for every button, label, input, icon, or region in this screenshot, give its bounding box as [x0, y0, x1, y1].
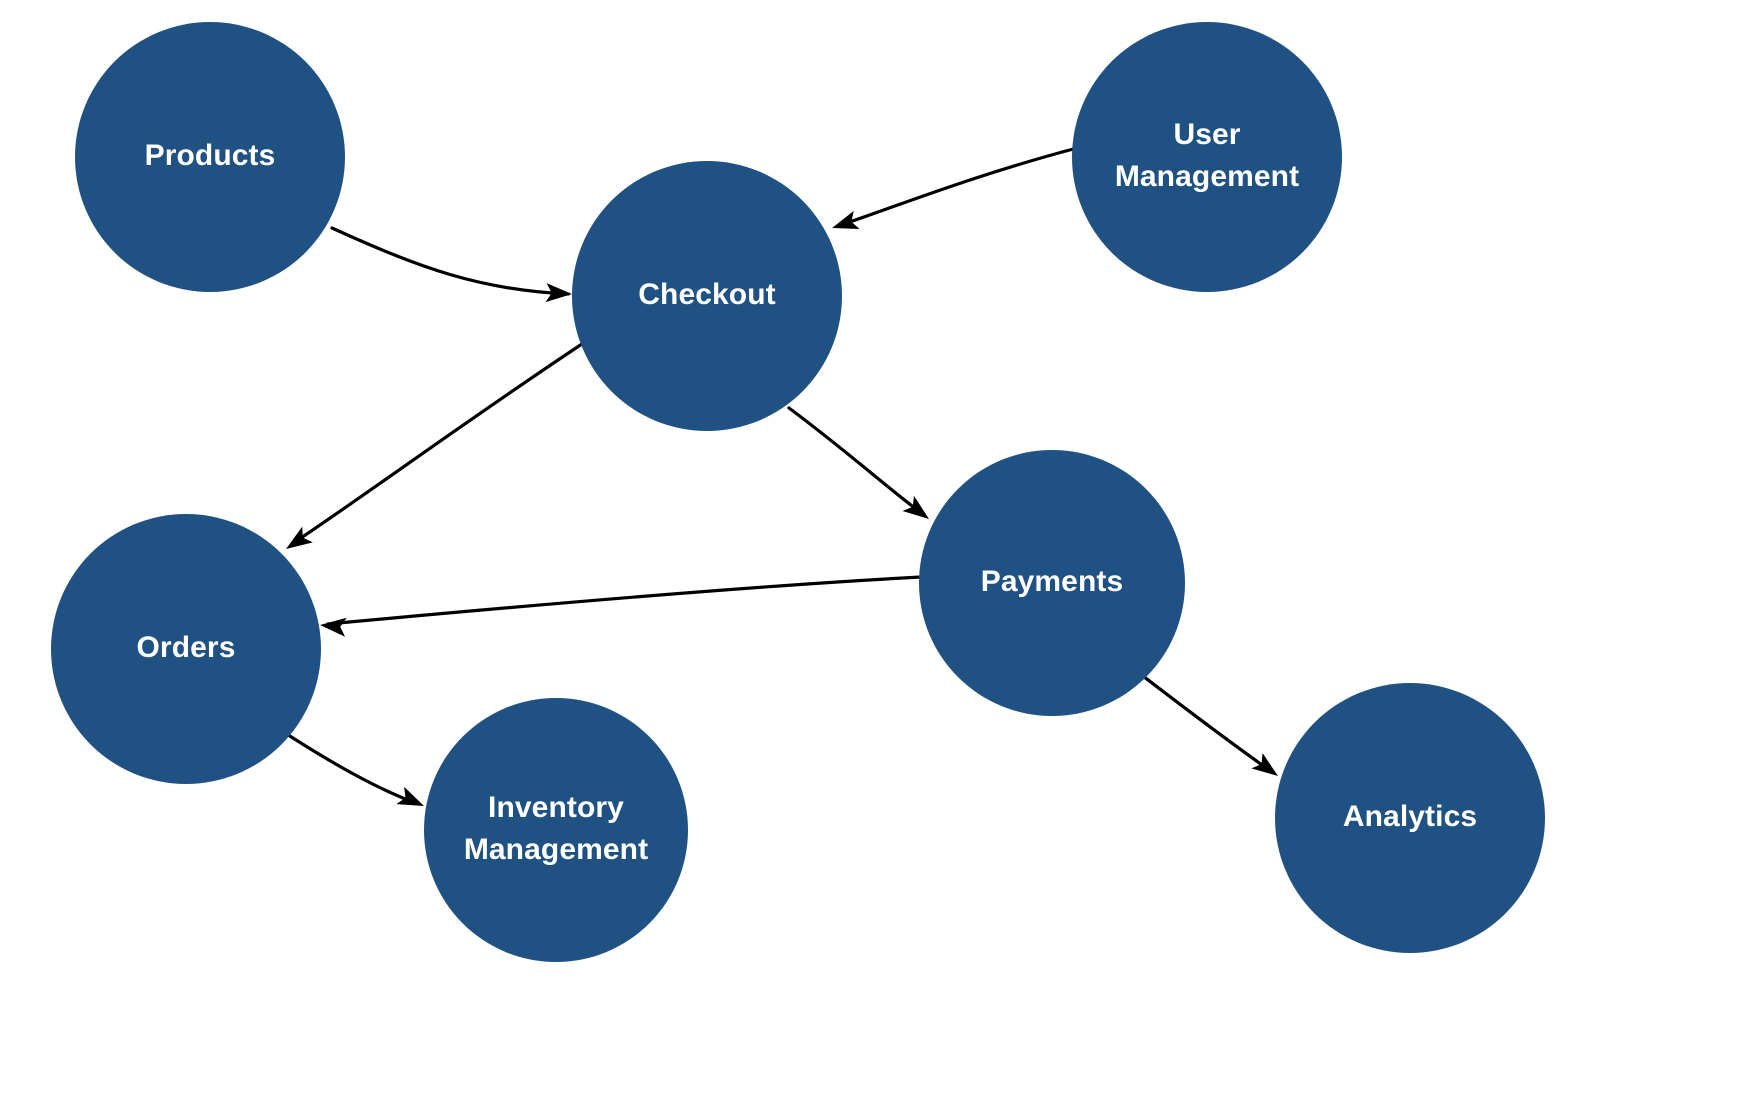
edge-payments-to-analytics — [1137, 671, 1278, 776]
node-shape[interactable] — [1072, 22, 1342, 292]
edge-line — [290, 338, 590, 546]
arrowhead-icon — [286, 526, 313, 549]
node-analytics[interactable]: Analytics — [1275, 683, 1545, 953]
node-shape[interactable] — [572, 161, 842, 431]
edge-checkout-to-orders — [286, 338, 590, 549]
edge-line — [326, 575, 923, 626]
node-shape[interactable] — [51, 514, 321, 784]
edge-user-management-to-checkout — [832, 146, 1079, 230]
node-products[interactable]: Products — [75, 22, 345, 292]
arrowhead-icon — [1251, 753, 1278, 776]
edge-line — [1137, 671, 1274, 774]
arrowhead-icon — [902, 495, 929, 519]
node-checkout[interactable]: Checkout — [572, 161, 842, 431]
node-shape[interactable] — [919, 450, 1185, 716]
edge-line — [330, 226, 570, 296]
edge-line — [280, 729, 420, 806]
edge-line — [836, 146, 1079, 228]
arrowhead-icon — [832, 210, 860, 230]
node-orders[interactable]: Orders — [51, 514, 321, 784]
node-payments[interactable]: Payments — [919, 450, 1185, 716]
arrowhead-icon — [320, 617, 347, 637]
edge-payments-to-orders — [320, 575, 923, 637]
arrowhead-icon — [396, 786, 424, 806]
edge-checkout-to-payments — [787, 406, 929, 519]
edge-orders-to-inventory-management — [280, 729, 424, 806]
arrowhead-icon — [545, 283, 572, 303]
node-shape[interactable] — [424, 698, 688, 962]
node-shape[interactable] — [75, 22, 345, 292]
node-shape[interactable] — [1275, 683, 1545, 953]
edges-layer — [280, 146, 1278, 806]
edge-products-to-checkout — [330, 226, 572, 303]
edge-line — [787, 406, 926, 517]
